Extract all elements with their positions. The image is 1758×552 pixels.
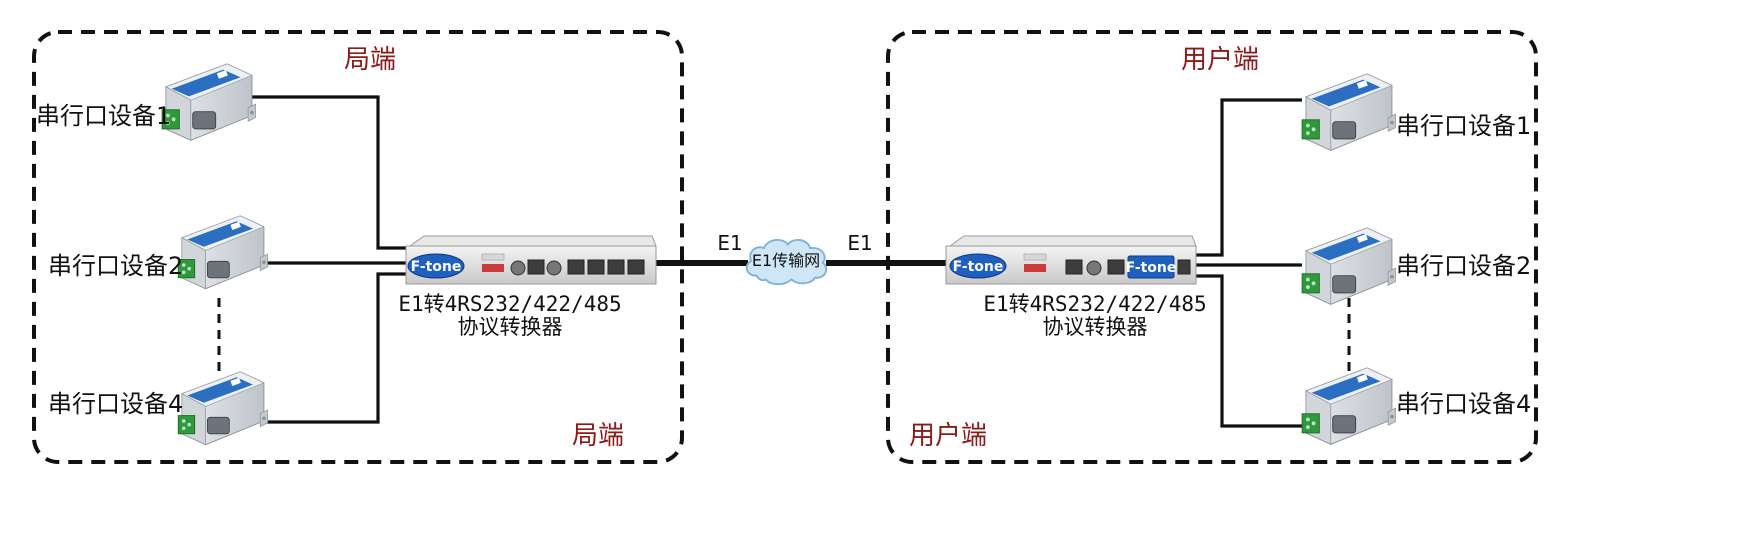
rj45-port-icon [1065,259,1083,275]
serial-device-icon-left-2 [177,215,268,290]
bnc-port-icon [546,260,562,276]
e1-label-left: E1 [717,231,742,255]
serial-device-icon-right-4 [1301,367,1396,445]
wire-left-device-1 [248,95,406,250]
zone-title-left-top: 局端 [344,45,396,75]
left-device-label-1: 串行口设备1 [36,102,171,130]
converter-left-label-line1: E1转4RS232/422/485 [398,292,621,316]
right-device-label-4: 串行口设备4 [1396,390,1531,418]
cloud-label: E1传输网 [752,251,820,270]
serial-device-icon-left-1 [161,63,256,141]
rj45-port-icon [1177,259,1191,275]
rj45-port-icon [607,259,625,275]
wire-left-device-4 [264,272,406,424]
wire-right-device-4 [1196,274,1302,428]
f-tone-logo-right [949,253,1007,279]
right-device-label-2: 串行口设备2 [1396,252,1531,280]
f-tone-badge-text-right: F-tone [1126,260,1177,276]
converter-right-label-line1: E1转4RS232/422/485 [983,292,1206,316]
rj45-port-icon [567,259,585,275]
zone-title-right-bottom: 用户端 [909,421,987,451]
wire-right-device-1 [1196,98,1302,257]
rj45-port-icon [1107,259,1125,275]
bnc-port-icon [1086,260,1102,276]
bnc-port-icon [510,260,526,276]
zone-title-right-top: 用户端 [1181,45,1259,75]
left-device-label-4: 串行口设备4 [48,390,183,418]
dip-switch-icon [1024,264,1046,272]
e1-label-right: E1 [847,231,872,255]
f-tone-logo-left [407,253,465,279]
f-tone-logo-text-right: F-tone [953,259,1004,275]
f-tone-badge-right [1127,255,1175,279]
serial-device-icon-left-4 [177,371,268,446]
serial-device-icon-right-2 [1301,227,1396,305]
zone-box-user-side [886,30,1538,464]
converter-right: F-tone F-tone [945,235,1197,285]
rj45-port-icon [587,259,605,275]
f-tone-logo-text-left: F-tone [411,259,462,275]
rj45-port-icon [627,259,645,275]
converter-right-label-line2: 协议转换器 [1043,315,1148,339]
rj45-port-icon [527,259,545,275]
converter-left: F-tone [405,235,657,285]
zone-box-central-office [32,30,684,464]
left-device-label-2: 串行口设备2 [48,252,183,280]
dip-switch-icon [482,264,504,272]
converter-left-label-line2: 协议转换器 [458,315,563,339]
right-device-label-1: 串行口设备1 [1396,112,1531,140]
serial-device-icon-right-1 [1301,73,1396,151]
zone-title-left-bottom: 局端 [572,421,624,451]
